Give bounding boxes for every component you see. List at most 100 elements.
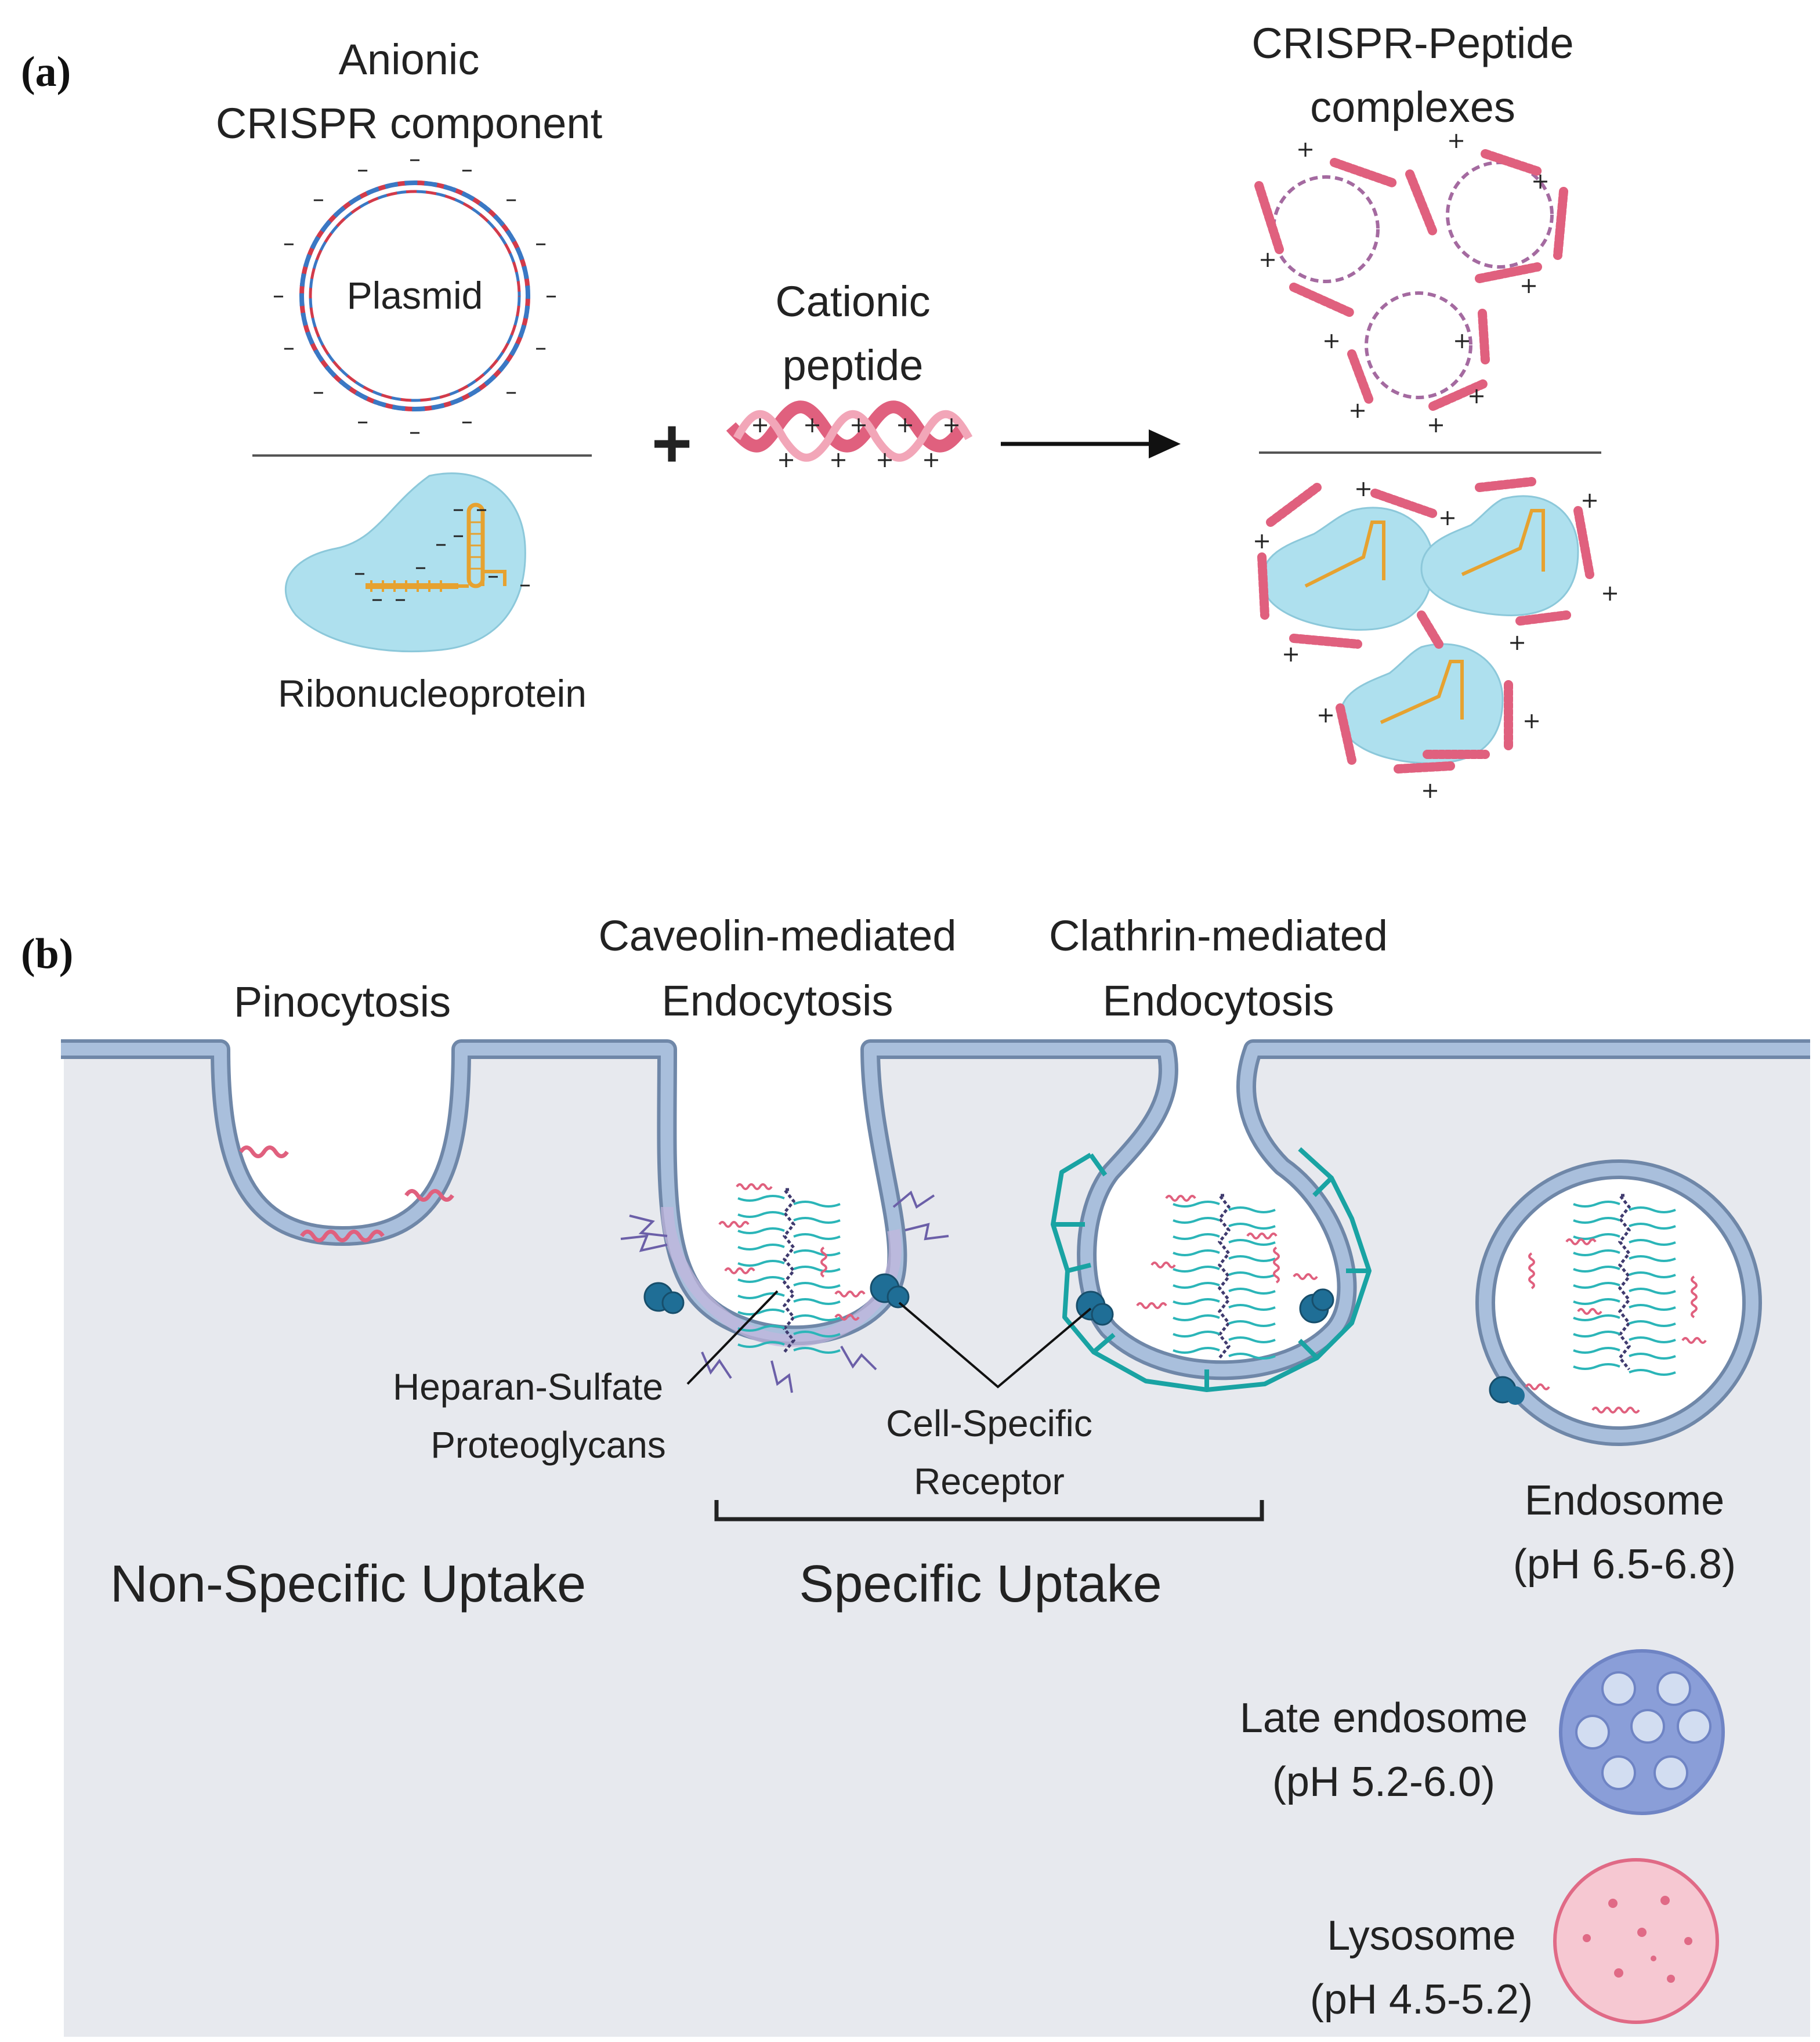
negative-charge: – <box>273 282 284 309</box>
negative-charge: – <box>545 282 557 309</box>
panel-a: (a) Anionic CRISPR component Plasmid –––… <box>21 19 1619 803</box>
rnp-charges: –––––––––– <box>354 496 531 612</box>
negative-charge: – <box>371 586 383 612</box>
negative-charge: – <box>415 554 426 580</box>
negative-charge: – <box>313 186 324 212</box>
late-endosome <box>1559 1649 1725 1815</box>
positive-charge: + <box>1453 328 1471 353</box>
positive-charge: + <box>1508 630 1526 655</box>
negative-charge: – <box>409 146 421 172</box>
rnp-peptide-complexes <box>1257 477 1594 774</box>
cell-specific-receptors <box>643 1273 1334 1326</box>
positive-charge: + <box>1427 412 1445 438</box>
negative-charge: – <box>535 230 547 256</box>
positive-charge: + <box>875 447 894 472</box>
negative-charge: – <box>505 186 517 212</box>
negative-charge: – <box>283 334 295 361</box>
positive-charge: + <box>1438 505 1457 530</box>
positive-charge: + <box>1348 397 1367 423</box>
negative-charge: – <box>354 559 366 586</box>
panel-b-tag: (b) <box>21 930 73 978</box>
plasmid-peptide-complexes <box>1254 149 1568 411</box>
positive-charge: + <box>1522 708 1541 733</box>
complexes-line1: CRISPR-Peptide <box>1251 19 1573 67</box>
negative-charge: – <box>395 586 406 612</box>
negative-charge: – <box>313 378 324 405</box>
late-endosome-label-line1: Late endosome <box>1240 1695 1528 1741</box>
cationic-line1: Cationic <box>775 277 930 326</box>
positive-charge: + <box>777 447 795 472</box>
endosome-label-line2: (pH 6.5-6.8) <box>1513 1541 1736 1588</box>
positive-charge: + <box>1354 476 1373 501</box>
positive-charge: + <box>1316 702 1335 728</box>
ribonucleoprotein <box>285 472 526 652</box>
anionic-title-line1: Anionic <box>339 35 480 84</box>
pinocytosis-label: Pinocytosis <box>234 978 451 1026</box>
positive-charge: + <box>1447 128 1466 153</box>
pinocytosis-peptides <box>239 1145 454 1242</box>
negative-charge: – <box>357 408 368 435</box>
positive-charge: + <box>1601 580 1619 606</box>
negative-charge: – <box>357 156 368 183</box>
negative-charge: – <box>487 562 499 589</box>
positive-charge: + <box>1322 328 1341 353</box>
caveolin-label-line2: Endocytosis <box>662 977 893 1025</box>
hspg-chains <box>620 1190 949 1393</box>
endosome <box>1475 1159 1762 1446</box>
receptor-label-line1: Cell-Specific <box>886 1403 1092 1444</box>
panel-a-tag: (a) <box>21 48 71 96</box>
cationic-peptide <box>726 400 973 462</box>
positive-charge: + <box>942 412 961 438</box>
positive-charge: + <box>1282 641 1300 667</box>
hspg-label-line2: Proteoglycans <box>430 1424 666 1466</box>
cytoplasm <box>64 1049 1810 2037</box>
lysosome <box>1553 1858 1719 2024</box>
negative-charge: – <box>505 378 517 405</box>
peptide-charges: +++++++++ <box>751 412 961 472</box>
caveolin-cargo <box>718 1183 866 1354</box>
panel-b: (b) <box>21 912 1810 2037</box>
negative-charge: – <box>535 334 547 361</box>
positive-charge: + <box>1296 136 1315 162</box>
lysosome-label-line1: Lysosome <box>1327 1913 1515 1959</box>
plasmid-charges: –––––––––––––––– <box>273 146 557 445</box>
negative-charge: – <box>461 408 473 435</box>
negative-charge: – <box>453 522 464 548</box>
non-specific-uptake-label: Non-Specific Uptake <box>110 1555 586 1613</box>
endosome-label-line1: Endosome <box>1525 1477 1724 1524</box>
clathrin-cargo <box>1136 1194 1318 1360</box>
anionic-title-line2: CRISPR component <box>216 99 603 147</box>
caveolin-label-line1: Caveolin-mediated <box>598 912 956 960</box>
reaction-arrow <box>1001 429 1181 458</box>
positive-charge: + <box>896 412 914 438</box>
cationic-line2: peptide <box>783 341 924 389</box>
ribonucleoprotein-label: Ribonucleoprotein <box>278 672 587 715</box>
plasmid-label: Plasmid <box>347 274 483 317</box>
complex-charges: ++++++++++++++++++++ <box>1253 128 1619 803</box>
receptor-label-line2: Receptor <box>914 1461 1065 1502</box>
label-pointers <box>686 1290 1092 1389</box>
positive-charge: + <box>1258 247 1277 272</box>
positive-charge: + <box>1531 168 1550 194</box>
clathrin-label-line1: Clathrin-mediated <box>1049 912 1388 960</box>
plus-sign: + <box>652 404 692 482</box>
positive-charge: + <box>803 412 822 438</box>
lysosome-label-line2: (pH 4.5-5.2) <box>1310 1976 1533 2023</box>
plasmid <box>299 180 530 411</box>
positive-charge: + <box>1467 383 1486 409</box>
late-endosome-label-line2: (pH 5.2-6.0) <box>1272 1759 1495 1805</box>
positive-charge: + <box>1421 778 1439 803</box>
negative-charge: – <box>453 496 464 522</box>
positive-charge: + <box>1253 528 1271 554</box>
negative-charge: – <box>461 156 473 183</box>
positive-charge: + <box>751 412 769 438</box>
endosome-cargo <box>1525 1194 1707 1414</box>
hspg-label-line1: Heparan-Sulfate <box>393 1366 663 1408</box>
positive-charge: + <box>1580 487 1599 513</box>
positive-charge: + <box>849 412 868 438</box>
positive-charge: + <box>829 447 848 472</box>
negative-charge: – <box>435 530 447 557</box>
positive-charge: + <box>922 447 940 472</box>
